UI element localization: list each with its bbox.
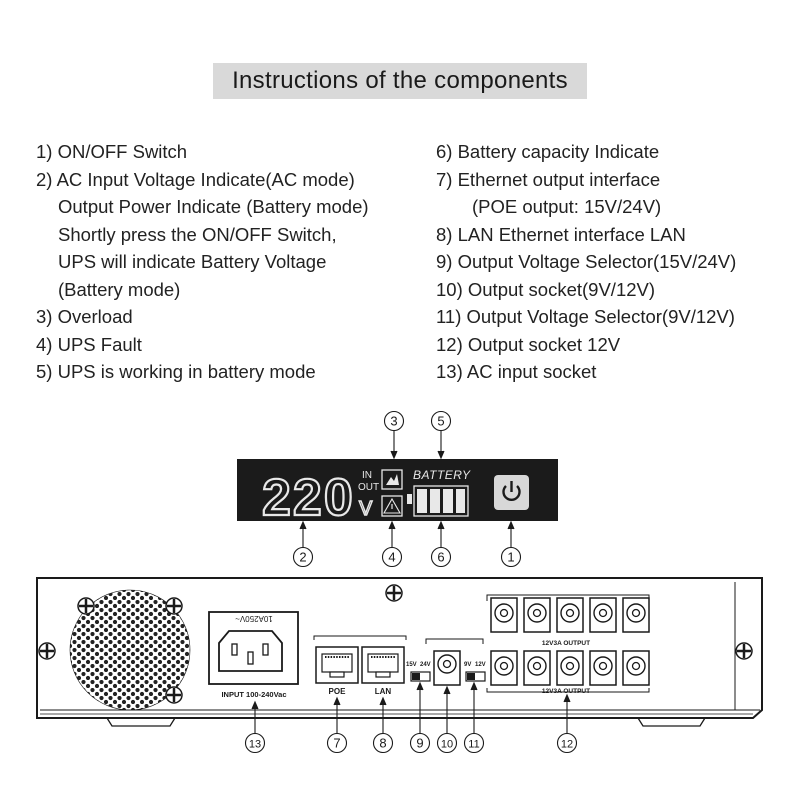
list-item: (POE output: 15V/24V) [472,196,662,217]
output-socket-12v[interactable] [622,650,650,686]
list-item: 6) Battery capacity Indicate [436,141,660,162]
output-socket-12v[interactable] [490,650,518,686]
screw-icon [735,642,753,660]
screw-icon [77,597,95,615]
page-title: Instructions of the components [213,63,587,99]
callout-10: 10 [441,739,453,751]
callout-3: 3 [390,414,397,429]
screw-icon [165,686,183,704]
unit-label: V [359,498,373,520]
output-socket-12v[interactable] [556,650,584,686]
lan-label: LAN [375,687,392,696]
selector-9v-label: 9V [464,662,471,668]
list-item: 8) LAN Ethernet interface LAN [436,223,686,245]
rear-panel: 10A250V~ INPUT 100-240Vac POE LAN 15V 24… [36,577,763,727]
battery-icon [407,485,469,517]
ac-input-socket[interactable] [208,611,299,685]
output-socket-12v[interactable] [490,597,518,633]
output-label-bottom: 12V3A OUTPUT [542,688,590,695]
list-item: 3) Overload [36,306,133,327]
in-label: IN [362,470,372,481]
output-socket-12v[interactable] [523,597,551,633]
poe-port[interactable] [315,646,359,684]
selector-15v-label: 15V [406,662,417,668]
list-item: 5) UPS is working in battery mode [36,361,316,382]
fault-warning-icon [381,495,403,517]
list-item: 1) ON/OFF Switch [36,141,188,162]
out-label: OUT [358,482,379,493]
selector-12v-label: 12V [475,662,486,668]
list-item: (Battery mode) [58,278,181,300]
list-item: 11) Output Voltage Selector(9V/12V) [436,306,735,327]
front-display-panel: 220 IN OUT V BATTERY [237,459,558,528]
callout-11: 11 [468,739,479,751]
poe-label: POE [329,687,347,696]
voltage-selector-9v-12v[interactable] [465,671,486,682]
list-item: Output Power Indicate (Battery mode) [58,196,369,217]
output-socket-12v[interactable] [556,597,584,633]
callout-6: 6 [437,550,444,565]
output-sockets-12v [490,597,650,686]
callout-7: 7 [333,736,340,751]
list-item: 4) UPS Fault [36,333,142,355]
input-label: INPUT 100-240Vac [221,690,286,699]
voltage-selector-15v-24v[interactable] [410,671,431,682]
list-item: Shortly press the ON/OFF Switch, [58,223,337,245]
callout-13: 13 [249,739,261,751]
list-item: 7) Ethernet output interface [436,168,661,190]
page-title-text: Instructions of the components [232,67,568,94]
selector-24v-label: 24V [420,662,431,668]
screw-icon [38,642,56,660]
output-socket-9v-12v[interactable] [433,650,461,686]
screw-icon [385,584,403,602]
voltage-readout: 220 [262,469,355,527]
list-item: 13) AC input socket [436,361,597,382]
callout-1: 1 [507,550,514,565]
list-item: 10) Output socket(9V/12V) [436,278,656,300]
callout-8: 8 [379,736,386,751]
component-list-right: 6) Battery capacity Indicate 7) Ethernet… [436,138,796,386]
callout-4: 4 [388,550,395,565]
callout-9: 9 [416,736,423,751]
output-socket-12v[interactable] [622,597,650,633]
list-item: 12) Output socket 12V [436,333,621,355]
output-socket-12v[interactable] [589,650,617,686]
callout-12: 12 [561,739,573,751]
overload-icon [381,469,403,490]
power-button[interactable] [494,475,529,510]
screw-icon [165,597,183,615]
list-item: 9) Output Voltage Selector(15V/24V) [436,251,737,272]
battery-label: BATTERY [413,468,471,482]
component-list-left: 1) ON/OFF Switch 2) AC Input Voltage Ind… [36,138,426,386]
output-socket-12v[interactable] [589,597,617,633]
callout-5: 5 [437,414,444,429]
power-icon [502,485,521,501]
list-item: 2) AC Input Voltage Indicate(AC mode) [36,168,355,190]
output-label-top: 12V3A OUTPUT [542,640,590,647]
list-item: UPS will indicate Battery Voltage [58,251,327,272]
ac-rating-label: 10A250V~ [235,614,273,623]
lan-port[interactable] [361,646,405,684]
callout-2: 2 [299,550,306,565]
output-socket-12v[interactable] [523,650,551,686]
fan-grill [69,589,191,711]
